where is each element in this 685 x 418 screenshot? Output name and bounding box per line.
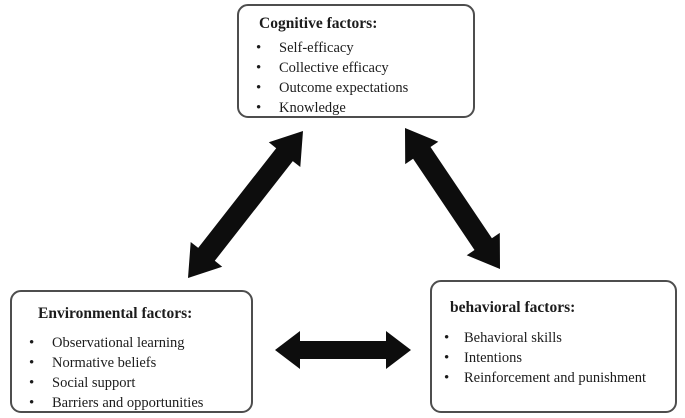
cognitive-factors-heading: Cognitive factors: [259,15,378,32]
behavioral-factors-box: behavioral factors: Behavioral skills In… [430,280,677,413]
behavioral-factors-heading: behavioral factors: [450,299,576,316]
list-item: Reinforcement and punishment [432,368,675,388]
cognitive-factors-list: Self-efficacy Collective efficacy Outcom… [239,38,473,118]
list-item: Self-efficacy [239,38,473,58]
arrow-cognitive-behavioral [405,128,500,269]
cognitive-factors-box: Cognitive factors: Self-efficacy Collect… [237,4,475,118]
environmental-factors-box: Environmental factors: Observational lea… [10,290,253,413]
behavioral-factors-list: Behavioral skills Intentions Reinforceme… [432,328,675,388]
list-item: Normative beliefs [12,353,251,373]
list-item: Knowledge [239,98,473,118]
list-item: Observational learning [12,333,251,353]
list-item: Social support [12,373,251,393]
list-item: Intentions [432,348,675,368]
list-item: Barriers and opportunities [12,393,251,413]
environmental-factors-heading: Environmental factors: [38,305,193,322]
arrow-environmental-behavioral [275,331,411,369]
list-item: Behavioral skills [432,328,675,348]
list-item: Outcome expectations [239,78,473,98]
arrow-cognitive-environmental [188,131,303,278]
list-item: Collective efficacy [239,58,473,78]
environmental-factors-list: Observational learning Normative beliefs… [12,333,251,413]
